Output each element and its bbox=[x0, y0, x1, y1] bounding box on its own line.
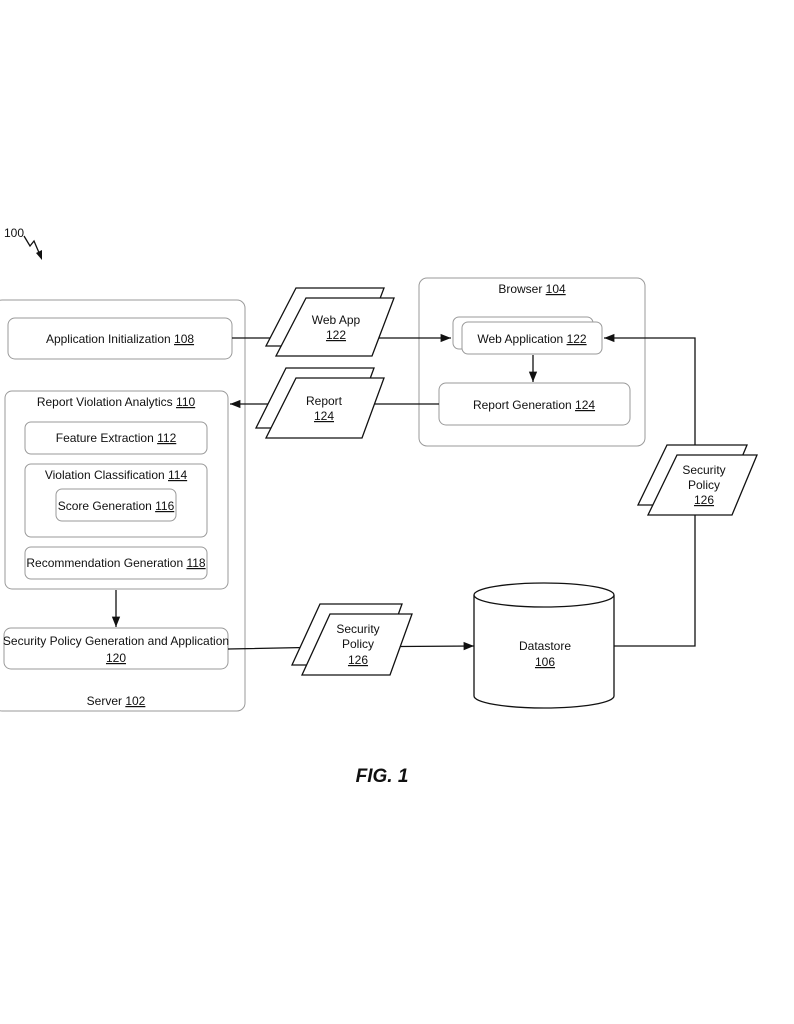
security-policy-document-right: Security Policy 126 bbox=[636, 444, 758, 516]
svg-text:Security: Security bbox=[336, 622, 379, 636]
svg-text:106: 106 bbox=[535, 655, 555, 669]
recommendation-generation-box: Recommendation Generation 118 bbox=[24, 546, 208, 580]
score-generation-box: Score Generation 116 bbox=[55, 488, 177, 522]
svg-text:100: 100 bbox=[4, 226, 24, 240]
figure-caption: FIG. 1 bbox=[356, 766, 409, 787]
svg-text:Report Violation Analytics 110: Report Violation Analytics 110 bbox=[37, 395, 196, 409]
svg-text:Server 102: Server 102 bbox=[87, 694, 146, 708]
datastore-cylinder: Datastore 106 bbox=[473, 582, 615, 709]
feature-extraction-box: Feature Extraction 112 bbox=[24, 421, 208, 455]
svg-text:Application Initialization 108: Application Initialization 108 bbox=[46, 332, 194, 346]
reference-100: 100 bbox=[4, 226, 42, 260]
svg-text:120: 120 bbox=[106, 651, 126, 665]
report-document: Report 124 bbox=[254, 367, 385, 439]
web-application-box: Web Application 122 bbox=[452, 316, 603, 355]
svg-text:Feature Extraction 112: Feature Extraction 112 bbox=[56, 431, 177, 445]
svg-text:Datastore: Datastore bbox=[519, 639, 571, 653]
svg-text:126: 126 bbox=[348, 653, 368, 667]
svg-text:124: 124 bbox=[314, 409, 334, 423]
svg-text:Policy: Policy bbox=[688, 478, 720, 492]
svg-text:122: 122 bbox=[326, 328, 346, 342]
svg-text:Policy: Policy bbox=[342, 637, 374, 651]
svg-text:Security: Security bbox=[682, 463, 725, 477]
security-policy-generation-box: Security Policy Generation and Applicati… bbox=[3, 627, 229, 670]
application-initialization-box: Application Initialization 108 bbox=[7, 317, 233, 360]
svg-text:Recommendation Generation 118: Recommendation Generation 118 bbox=[26, 556, 206, 570]
web-app-document: Web App 122 bbox=[264, 287, 395, 357]
svg-text:Violation Classification 114: Violation Classification 114 bbox=[45, 468, 188, 482]
security-policy-document-bottom: Security Policy 126 bbox=[290, 603, 413, 676]
svg-text:Web Application 122: Web Application 122 bbox=[477, 332, 587, 346]
svg-text:Security Policy Generation and: Security Policy Generation and Applicati… bbox=[3, 634, 229, 648]
svg-text:Browser 104: Browser 104 bbox=[498, 282, 566, 296]
report-generation-box: Report Generation 124 bbox=[438, 382, 631, 426]
svg-text:Score Generation 116: Score Generation 116 bbox=[58, 499, 175, 513]
svg-text:126: 126 bbox=[694, 493, 714, 507]
svg-text:Web App: Web App bbox=[312, 313, 361, 327]
svg-text:Report: Report bbox=[306, 394, 343, 408]
svg-text:Report Generation 124: Report Generation 124 bbox=[473, 398, 595, 412]
